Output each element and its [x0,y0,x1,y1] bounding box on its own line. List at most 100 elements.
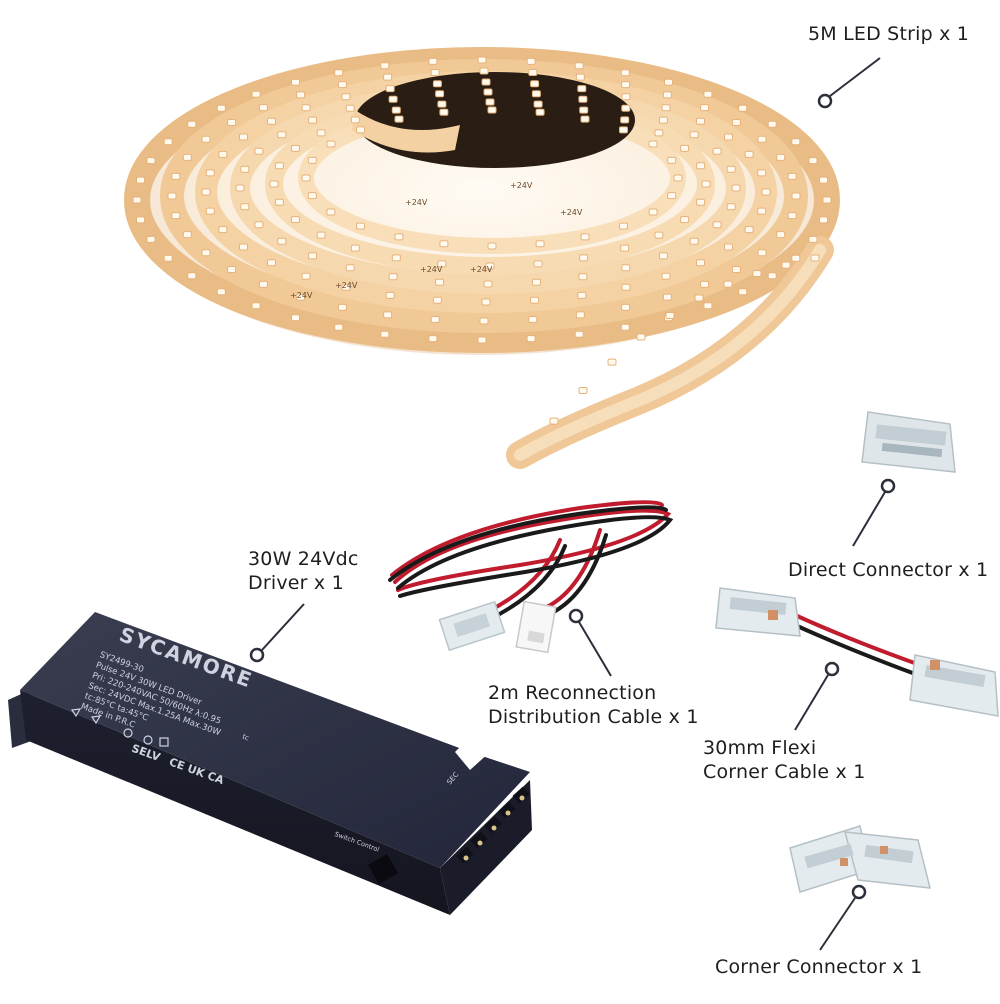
strip-print-label: +24V [420,265,443,274]
led-chip [731,266,741,273]
led-chip [182,231,192,239]
led-chip [383,73,393,81]
led-chip [337,81,347,89]
led-chip [703,302,713,310]
callout-driver [249,603,305,663]
led-chip [435,278,445,286]
led-chip [752,270,762,277]
led-chip [648,140,658,148]
led-chip [701,180,711,188]
led-chip [239,133,248,141]
led-chip [575,311,585,319]
led-chip [307,192,317,200]
led-chip [290,144,300,152]
led-chip [776,231,786,239]
led-chip [781,261,791,269]
led-strip-reel: +24V +24V +24V +24V +24V +24V +24V [124,47,840,469]
label-corner-connector-text: Corner Connector x 1 [715,956,923,978]
led-chip [528,69,538,76]
led-chip [380,330,390,338]
label-driver-line1: 30W 24Vdc [248,548,359,570]
led-chip [726,203,736,211]
led-chip [383,311,393,319]
led-chip [662,91,672,99]
led-chip [531,90,541,98]
strip-print-label: +24V [290,291,313,300]
led-chip [712,221,722,229]
led-chip [171,172,181,180]
led-chip [481,298,491,306]
label-driver-line2: Driver x 1 [248,572,344,594]
led-chip [187,120,197,128]
led-chip [787,212,797,220]
led-chip [258,280,268,288]
led-chip [535,240,545,248]
led-chip [636,333,646,341]
led-chip [201,135,211,143]
led-chip [239,243,248,251]
led-chip [533,260,543,268]
led-chip [577,85,587,93]
label-cable-line1: 2m Reconnection [488,682,657,704]
led-chip [662,293,672,301]
led-chip [267,117,276,125]
led-chip [574,62,584,70]
led-chip [579,106,589,114]
led-chip [240,203,250,211]
led-chip [530,296,540,304]
led-chip [291,78,300,86]
led-chip [290,216,300,224]
led-chip [477,336,487,344]
led-chip [216,104,226,112]
led-chip [689,131,699,139]
led-chip [341,93,351,101]
led-chip [251,90,261,98]
led-chip [667,156,677,164]
led-chip [661,272,671,280]
led-chip [341,283,351,291]
led-chip [575,73,585,81]
led-chip [579,254,589,262]
led-chip [388,273,398,281]
led-chip [432,296,442,304]
led-chip [163,138,173,146]
led-chip [430,69,440,76]
led-chip [528,316,538,323]
led-chip [731,184,741,192]
led-chip [487,106,497,114]
led-chip [661,104,671,112]
led-chip [479,67,489,75]
led-chip [350,116,360,124]
led-chip [621,303,631,311]
led-chip [757,169,767,177]
led-chip [483,280,493,288]
led-chip [700,104,710,112]
led-chip [163,254,173,262]
led-chip [810,254,820,262]
led-chip [696,259,705,267]
led-chip [578,273,588,281]
led-chip [574,330,584,338]
led-chip [388,95,398,103]
led-chip [435,90,445,98]
led-chip [822,196,832,204]
led-chip [767,120,777,128]
led-chip [696,117,705,125]
led-chip [724,133,733,141]
strip-print-label: +24V [470,265,493,274]
led-chip [621,93,631,101]
led-chip [345,104,355,112]
led-chip [307,156,317,164]
led-chip [694,294,704,302]
led-chip [428,335,438,343]
led-chip [251,302,261,310]
callout-corner-connector [819,884,867,951]
led-chip [227,266,237,273]
led-chip [296,91,306,99]
led-chip [345,264,355,272]
led-chip [620,323,630,331]
led-chip [549,417,559,425]
led-chip [132,196,142,204]
led-chip [487,242,497,250]
